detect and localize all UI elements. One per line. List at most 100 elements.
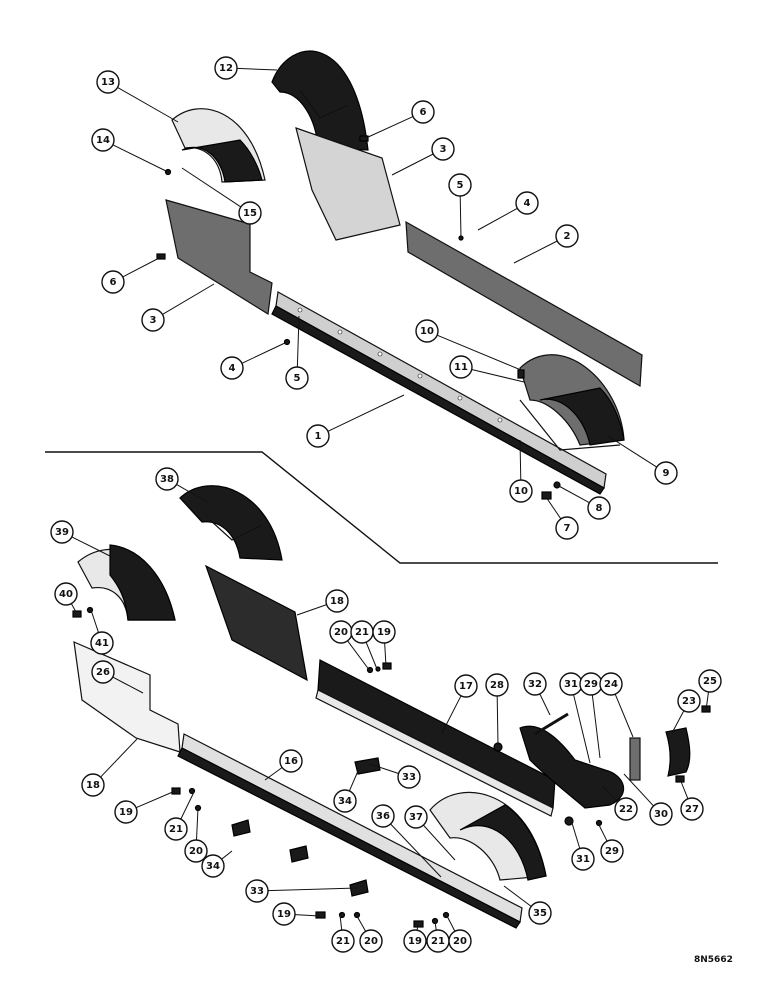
callout-20: 20 [446,915,472,953]
callout-number: 19 [119,807,133,818]
callout-29: 29 [598,824,624,863]
callout-19: 19 [372,620,396,667]
callout-1: 1 [306,394,405,448]
callout-bubble [449,355,473,379]
callout-27: 27 [679,778,704,821]
callout-bubble [600,839,624,863]
callout-bubble [415,319,439,343]
callout-35: 35 [503,885,552,925]
callout-11: 11 [449,355,525,383]
callout-bubble [411,100,435,124]
callout-28: 28 [485,673,509,746]
callout-bubble [403,929,427,953]
callout-21: 21 [331,914,355,953]
callout-number: 8 [596,503,603,514]
callout-bubble [54,582,78,606]
callout-number: 18 [86,780,100,791]
callout-leader-line [369,763,399,774]
callout-bubble [279,749,303,773]
lower-plate-18-left [73,641,181,753]
callout-bubble [220,356,244,380]
callout-15: 15 [181,167,262,225]
callout-24: 24 [599,672,634,738]
clip-23 [665,727,691,777]
callout-number: 25 [703,676,717,687]
callout-number: 9 [663,468,670,479]
callout-leader-line [181,167,242,208]
callout-leader-line [267,887,358,892]
callout-number: 39 [55,527,69,538]
callout-number: 20 [189,846,203,857]
callout-21: 21 [164,791,195,841]
callout-bubble [90,631,114,655]
callout-40: 40 [54,582,78,613]
callout-leader-line [236,67,278,71]
callout-number: 19 [408,936,422,947]
callout-number: 36 [376,811,390,822]
callout-bubble [155,467,179,491]
callout-34: 34 [333,770,359,813]
callout-bubble [114,800,138,824]
callout-31: 31 [559,672,591,764]
callout-leader-line [446,915,456,932]
callout-number: 40 [59,589,73,600]
callout-4: 4 [220,341,288,380]
callout-21: 21 [426,921,450,953]
callout-leader-line [221,850,233,860]
callout-leader-line [573,694,591,764]
rail-17 [315,659,556,817]
callout-leader-line [162,283,215,315]
callout-number: 19 [277,909,291,920]
upper-side-plate-3 [295,127,401,241]
callout-bubble [698,669,722,693]
callout-20: 20 [356,915,383,953]
callout-leader-line [112,676,144,694]
callout-10: 10 [415,319,522,371]
callout-number: 21 [169,824,183,835]
callout-leader-line [327,394,405,432]
callout-number: 22 [619,804,633,815]
callout-12: 12 [214,56,278,80]
callout-bubble [372,620,396,644]
callout-18: 18 [296,589,349,616]
callout-bubble [587,496,611,520]
drawing-code: 8N5662 [694,955,733,965]
callout-bubble [214,56,238,80]
callout-number: 3 [150,315,157,326]
callout-number: 38 [160,474,174,485]
callout-number: 29 [605,846,619,857]
callout-10: 10 [509,439,533,503]
callout-number: 18 [330,596,344,607]
callout-bubble [245,879,269,903]
callout-bubble [285,366,309,390]
callout-number: 21 [336,936,350,947]
callout-leader-line [601,785,619,802]
callout-34: 34 [201,850,233,878]
callout-bubble [306,424,330,448]
callout-bubble [91,660,115,684]
callout-leader-line [519,439,522,481]
callout-number: 29 [584,679,598,690]
callout-number: 7 [564,523,571,534]
callout-leader-line [294,914,321,917]
callout-bubble [599,672,623,696]
callout-number: 1 [315,431,322,442]
callout-number: 20 [453,936,467,947]
callout-bubble [515,191,539,215]
callout-leader-line [571,822,581,849]
callout-bubble [448,173,472,197]
callout-leader-line [176,484,208,503]
callout-leader-line [180,791,195,820]
callout-leader-line [296,604,327,616]
callout-number: 10 [420,326,434,337]
callout-bubble [359,929,383,953]
callout-bubble [454,674,478,698]
callout-number: 3 [440,144,447,155]
rail-2 [405,220,643,388]
callout-number: 16 [284,756,298,767]
callout-leader-line [100,738,138,778]
callout-bubble [509,479,533,503]
upper-fan-shield-12 [271,50,369,151]
